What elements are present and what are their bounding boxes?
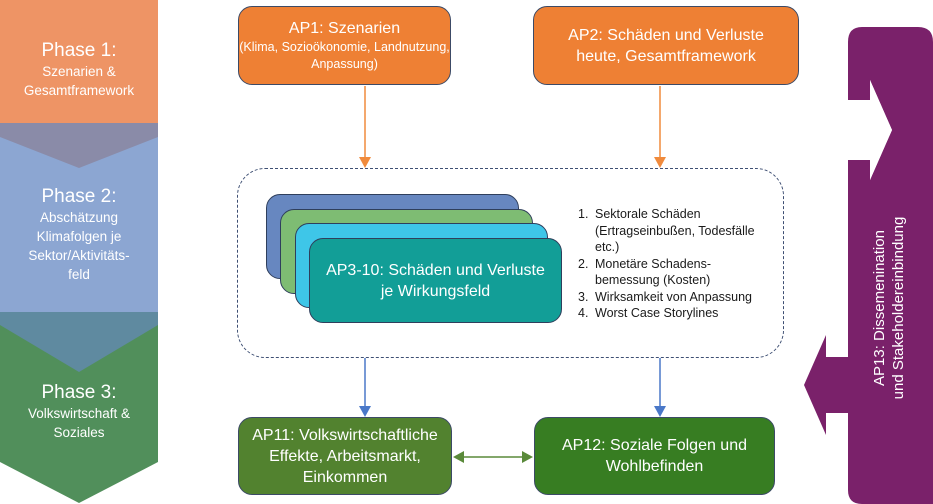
ap3-10-region: [237, 168, 784, 358]
ap13-label: AP13: Dissemenination und Stakeholderein…: [870, 208, 908, 408]
phase-1-subtitle-line: Szenarien &: [42, 64, 116, 79]
list-item-line: Wirksamkeit von Anpassung: [595, 289, 753, 304]
arrowhead-down-icon: [359, 157, 371, 168]
phase-2-chevron: [0, 123, 158, 312]
ap12-title-line: Wohlbefinden: [605, 458, 704, 475]
phase-2-subtitle-line: Klimafolgen je: [36, 229, 122, 244]
ap11-title-line: Einkommen: [302, 468, 388, 486]
phase-1-title: Phase 1:: [41, 40, 117, 61]
ap2-title-line: heute, Gesamtframework: [576, 47, 756, 65]
phase-2-label: Phase 2: Abschätzung Klimafolgen je Sekt…: [0, 186, 158, 284]
ap2-title-line: AP2: Schäden und Verluste: [568, 26, 764, 44]
list-item: 3. Wirksamkeit von Anpassung: [578, 289, 788, 306]
ap3-10-box: AP3-10: Schäden und Verluste je Wirkungs…: [309, 238, 562, 323]
phase-1-chevron: [0, 0, 158, 125]
ap1-box: AP1: Szenarien (Klima, Sozioökonomie, La…: [238, 6, 451, 85]
arrowhead-down-icon: [654, 157, 666, 168]
list-item: 2. Monetäre Schadens- bemessung (Kosten): [578, 256, 788, 289]
ap2-box: AP2: Schäden und Verluste heute, Gesamtf…: [533, 6, 799, 85]
list-number: 3.: [578, 289, 589, 304]
ap11-title-line: AP11: Volkswirtschaftliche: [252, 426, 438, 444]
phase-1-arrow-tip: [0, 123, 158, 168]
list-item-line: Monetäre Schadens-: [595, 256, 712, 271]
list-item: 4. Worst Case Storylines: [578, 305, 788, 322]
list-item-line: Worst Case Storylines: [595, 306, 719, 320]
list-number: 4.: [578, 306, 589, 320]
phase-2-subtitle-line: feld: [68, 267, 90, 282]
phase-3-subtitle-line: Volkswirtschaft &: [27, 406, 131, 421]
ap13-title-line: und Stakeholdereinbindung: [890, 216, 907, 400]
phase-1-label: Phase 1: Szenarien & Gesamtframework: [0, 40, 158, 100]
phase-2-subtitle-line: Sektor/Aktivitäts-: [28, 248, 130, 263]
ap12-box: AP12: Soziale Folgen und Wohlbefinden: [534, 417, 775, 495]
list-number: 2.: [578, 256, 589, 271]
ap13-banner: [804, 27, 933, 504]
phase-1-subtitle-line: Gesamtframework: [23, 83, 135, 98]
phase-3-title: Phase 3:: [41, 382, 117, 403]
arrowhead-left-icon: [453, 451, 464, 463]
phase-3-chevron: [0, 310, 158, 503]
arrowhead-down-icon: [359, 406, 371, 417]
ap11-box: AP11: Volkswirtschaftliche Effekte, Arbe…: [238, 417, 452, 495]
arrowhead-down-icon: [654, 406, 666, 417]
ap1-subtitle-line: Anpassung): [311, 57, 378, 71]
ap3-10-title-line: je Wirkungsfeld: [380, 282, 491, 300]
phase-2-subtitle-line: Abschätzung: [39, 210, 119, 225]
ap13-title-line: AP13: Dissemenination: [871, 230, 888, 386]
list-item-line: (Ertragseinbußen, Todesfälle: [595, 223, 755, 238]
list-number: 1.: [578, 207, 589, 221]
list-item-line: Sektorale Schäden: [595, 207, 701, 221]
ap12-title-line: AP12: Soziale Folgen und: [561, 437, 747, 454]
phase-3-label: Phase 3: Volkswirtschaft & Soziales: [0, 382, 158, 442]
ap1-subtitle-line: (Klima, Sozioökonomie, Landnutzung,: [239, 40, 450, 54]
phase-2-arrow-tip: [0, 310, 158, 372]
phase-3-subtitle-line: Soziales: [53, 425, 105, 440]
arrowhead-right-icon: [522, 451, 533, 463]
ap11-title-line: Effekte, Arbeitsmarkt,: [269, 447, 421, 465]
list-item-line: etc.): [595, 240, 620, 254]
ap1-title: AP1: Szenarien: [288, 20, 401, 37]
outputs-list: 1. Sektorale Schäden (Ertragseinbußen, T…: [578, 206, 788, 322]
ap3-10-title-line: AP3-10: Schäden und Verluste: [326, 261, 545, 279]
list-item: 1. Sektorale Schäden (Ertragseinbußen, T…: [578, 206, 788, 256]
phase-2-title: Phase 2:: [41, 186, 117, 207]
list-item-line: bemessung (Kosten): [595, 273, 711, 287]
